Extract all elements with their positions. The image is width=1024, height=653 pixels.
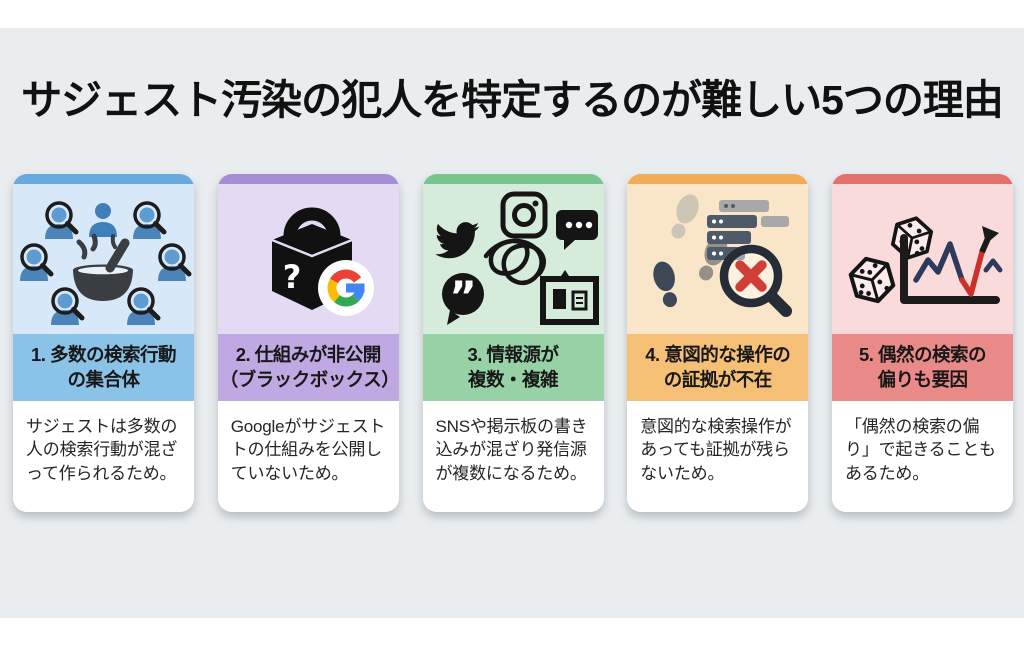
up-arrow <box>979 226 999 254</box>
black-box-lock-google-icon: ? <box>217 184 399 334</box>
twitter-bird-icon <box>434 222 479 259</box>
svg-text:?: ? <box>282 258 301 296</box>
crowd-search-mixing-bowl-svg <box>13 184 194 334</box>
reason-card-3: ” 3. 情報源が 複数・複雑 SNSや掲示板の書き 込みが混ざり発信源 が複数… <box>422 174 604 512</box>
reason-card-1: 1. 多数の検索行動 の集合体 サジェストは多数の 人の検索行動が混ざ って作ら… <box>13 174 194 512</box>
card-accent-strip <box>13 174 194 184</box>
fading-footprints-svg <box>650 191 793 317</box>
page-title: サジェスト汚染の犯人を特定するのが難しい5つの理由 <box>21 77 1004 123</box>
chart-line-navy <box>913 241 965 283</box>
instagram-icon <box>500 191 547 239</box>
tangled-sns-sources-svg: ” <box>434 191 599 325</box>
reason-card-4: 4. 意図的な操作の の証拠が不在 意図的な検索操作が あっても証拠が残ら ない… <box>627 174 809 512</box>
card-accent-strip <box>627 174 809 184</box>
card-heading: 4. 意図的な操作の の証拠が不在 <box>627 334 809 401</box>
quote-bubble-icon: ” <box>441 272 484 325</box>
card-heading: 1. 多数の検索行動 の集合体 <box>13 334 194 401</box>
fading-footprints-no-evidence-icon <box>627 184 809 334</box>
reason-card-5: 5. 偶然の検索の 偏りも要因 「偶然の検索の偏 り」で起きることも あるため。 <box>832 174 1013 512</box>
card-description: SNSや掲示板の書き 込みが混ざり発信源 が複数になるため。 <box>422 401 604 512</box>
card-heading: 5. 偶然の検索の 偏りも要因 <box>832 334 1013 401</box>
card-heading: 2. 仕組みが非公開 （ブラックボックス） <box>217 334 399 401</box>
chart-axis <box>900 234 1000 304</box>
reason-card-2: ? 2. 仕組みが非公開 （ブラックボックス） Googleがサジェスト トの仕… <box>217 174 399 512</box>
reason-cards-row: 1. 多数の検索行動 の集合体 サジェストは多数の 人の検索行動が混ざ って作ら… <box>13 174 1013 512</box>
card-description: サジェストは多数の 人の検索行動が混ざ って作られるため。 <box>13 401 194 512</box>
tangled-sns-sources-icon: ” <box>422 184 604 334</box>
dice-random-chart-svg <box>845 212 1003 309</box>
picture-frame-icon <box>539 270 599 325</box>
magnifier-x-icon <box>720 244 793 317</box>
server-stack-icon <box>707 200 790 260</box>
speech-bubble-icon <box>555 210 598 250</box>
card-accent-strip <box>422 174 604 184</box>
chart-check-mark <box>983 258 1003 273</box>
tangled-lines <box>483 238 546 286</box>
die-2 <box>888 212 936 264</box>
card-description: Googleがサジェスト トの仕組みを公開し ていないため。 <box>217 401 399 512</box>
die-1 <box>845 251 899 309</box>
dice-random-chart-icon <box>832 184 1013 334</box>
card-description: 「偶然の検索の偏 り」で起きることも あるため。 <box>832 401 1013 512</box>
card-accent-strip <box>832 174 1013 184</box>
svg-text:”: ” <box>449 272 477 321</box>
crowd-search-mixing-bowl-icon <box>13 184 194 334</box>
black-box-lock-google-svg: ? <box>271 207 374 316</box>
card-accent-strip <box>217 174 399 184</box>
card-description: 意図的な検索操作が あっても証拠が残ら ないため。 <box>627 401 809 512</box>
chart-line-red <box>959 249 985 297</box>
card-heading: 3. 情報源が 複数・複雑 <box>422 334 604 401</box>
